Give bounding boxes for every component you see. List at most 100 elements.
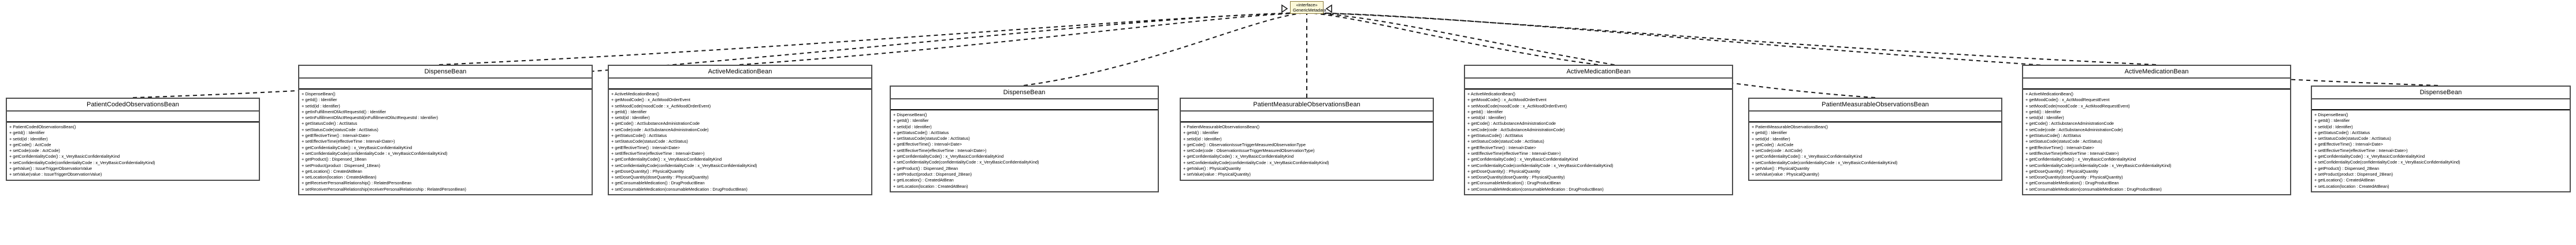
class-attributes-compartment — [299, 79, 592, 90]
class-operations-compartment: + PatientMeasurableObservationsBean()+ g… — [1181, 122, 1433, 180]
class-operation-row: + ActiveMedicationBean() — [1467, 91, 1515, 96]
class-attributes-compartment — [1181, 112, 1433, 122]
class-attributes-compartment — [1749, 112, 2001, 122]
class-operations-compartment: + PatientCodedObservationsBean()+ getId(… — [7, 122, 259, 180]
interface-stereotype-label: «interface» — [1296, 2, 1318, 8]
class-box-dispense-bean-2[interactable]: DispenseBean + DispenseBean()+ getId() : … — [890, 86, 1159, 192]
class-attributes-compartment — [2312, 99, 2570, 110]
class-operation-row: + setProduct(product : Dispensed_2Bean) — [893, 171, 972, 177]
class-operation-row: + setLocation(location : CreatedAtBean) — [2314, 183, 2389, 189]
class-operation-row: + setConfidentialityCode(confidentiality… — [611, 162, 757, 168]
class-operation-row: + getMoodCode() : x_ActMoodOrderEvent — [611, 97, 690, 103]
class-name-label: DispenseBean — [891, 87, 1158, 99]
class-operation-row: + getStatusCode() : ActStatus — [2025, 133, 2081, 139]
class-operation-row: + getEffectiveTime() : Interval<Date> — [1467, 144, 1537, 150]
class-operation-row: + setId(id : Identifier) — [893, 124, 932, 129]
interface-name-label: GenericMetadata — [1293, 8, 1326, 13]
class-operation-row: + getLocation() : CreatedAtBean — [893, 177, 954, 183]
class-operation-row: + getId() : Identifier — [611, 109, 647, 114]
class-operation-row: + getValue() : PhysicalQuantity — [1183, 166, 1241, 172]
class-operation-row: + getInFulfillmentOfActRequestId() : Ide… — [302, 109, 386, 114]
class-operation-row: + setMoodCode(moodCode : x_ActMoodOrderE… — [611, 103, 711, 109]
class-attributes-compartment — [1465, 79, 1732, 90]
class-operation-row: + setId(id : Identifier) — [9, 136, 48, 142]
class-operation-row: + getValue() : IssueTriggerObservationVa… — [9, 166, 92, 172]
class-operation-row: + setReceiverPersonalRelationship(receiv… — [302, 186, 466, 192]
class-box-dispense-bean-1[interactable]: DispenseBean+ DispenseBean()+ getId() : … — [298, 65, 593, 196]
class-operation-row: + getId() : Identifier — [9, 130, 45, 136]
class-operations-compartment: + DispenseBean()+ getId() : Identifier+ … — [299, 90, 592, 194]
class-name-label: DispenseBean — [2312, 87, 2570, 99]
class-operation-row: + setConsumableMedication(consumableMedi… — [1467, 186, 1604, 192]
class-operation-row: + getCode() : ActSubstanceAdministration… — [611, 121, 700, 127]
class-operation-row: + getConfidentialityCode() : x_VeryBasic… — [302, 144, 412, 150]
class-box-active-medication-bean-2[interactable]: ActiveMedicationBean + ActiveMedicationBe… — [1464, 65, 1733, 196]
connector-realization-active-medication-bean-2 — [1306, 12, 1599, 65]
class-operation-row: + setCode(code : ActCode) — [9, 148, 60, 154]
class-operation-row: + setConfidentialityCode(confidentiality… — [1752, 159, 1898, 165]
class-operation-row: + getCode() : ActSubstanceAdministration… — [1467, 121, 1556, 127]
class-box-active-medication-bean-3[interactable]: ActiveMedicationBean + ActiveMedicationBe… — [2022, 65, 2291, 196]
class-operations-compartment: + ActiveMedicationBean()+ getMoodCode() … — [2023, 90, 2290, 194]
class-operation-row: + setDoseQuantity(doseQuantity : Physica… — [611, 175, 709, 180]
class-operation-row: + setConfidentialityCode(confidentiality… — [1183, 159, 1329, 165]
realization-arrowhead — [1325, 4, 1332, 13]
class-operation-row: + setStatusCode(statusCode : ActStatus) — [893, 136, 970, 142]
class-box-patient-measurable-observations-bean-2[interactable]: PatientMeasurableObservationsBean + Patie… — [1748, 98, 2002, 181]
class-operation-row: + setEffectiveTime(effectiveTime : Inter… — [302, 139, 395, 144]
interface-node-generic-metadata[interactable]: «interface» GenericMetadata — [1290, 1, 1326, 14]
class-name-label: ActiveMedicationBean — [2023, 66, 2290, 79]
class-operation-row: + getStatusCode() : ActStatus — [302, 121, 358, 127]
class-operation-row: + setConsumableMedication(consumableMedi… — [2025, 186, 2162, 192]
class-operations-compartment: + ActiveMedicationBean()+ getMoodCode() … — [609, 90, 871, 194]
class-attributes-compartment — [609, 79, 871, 90]
class-name-label: ActiveMedicationBean — [1465, 66, 1732, 79]
class-box-patient-coded-observations-bean-1[interactable]: PatientCodedObservationsBean + PatientCod… — [6, 98, 260, 181]
class-operation-row: + setConfidentialityCode(confidentiality… — [2314, 159, 2460, 165]
class-operation-row: + getReceiverPersonalRelationship() : Re… — [302, 180, 412, 186]
class-operation-row: + setConfidentialityCode(confidentiality… — [1467, 162, 1614, 168]
class-operation-row: + setEffectiveTime(effectiveTime : Inter… — [2025, 150, 2119, 156]
class-operation-row: + setStatusCode(statusCode : ActStatus) — [1467, 139, 1544, 144]
class-operation-row: + setId(id : Identifier) — [1183, 136, 1222, 142]
class-operation-row: + getId() : Identifier — [1183, 130, 1219, 136]
class-operation-row: + getConfidentialityCode() : x_VeryBasic… — [611, 157, 722, 162]
class-operation-row: + setLocation(location : CreatedAtBean) — [302, 175, 377, 180]
class-operation-row: + setCode(code : ActSubstanceAdministrat… — [1467, 127, 1565, 132]
class-operation-row: + DispenseBean() — [302, 91, 336, 96]
class-operation-row: + setConfidentialityCode(confidentiality… — [893, 159, 1039, 165]
class-operation-row: + getConsumableMedication() : DrugProduc… — [2025, 180, 2119, 186]
class-operation-row: + getId() : Identifier — [1467, 109, 1503, 114]
class-box-dispense-bean-3[interactable]: DispenseBean+ DispenseBean()+ getId() : … — [2311, 86, 2571, 192]
class-operation-row: + getConfidentialityCode() : x_VeryBasic… — [893, 154, 1004, 159]
class-operation-row: + getEffectiveTime() : Interval<Date> — [2314, 142, 2384, 147]
class-operation-row: + getProduct() : Dispensed_2Bean — [893, 165, 958, 171]
class-operation-row: + setEffectiveTime(effectiveTime : Inter… — [2314, 147, 2408, 153]
class-operation-row: + getStatusCode() : ActStatus — [2314, 129, 2370, 135]
class-operation-row: + setConsumableMedication(consumableMedi… — [611, 186, 748, 192]
class-operation-row: + getCode() : ActCode — [1752, 142, 1794, 147]
class-operation-row: + setDoseQuantity(doseQuantity : Physica… — [1467, 175, 1565, 180]
class-operation-row: + getId() : Identifier — [2025, 109, 2061, 114]
class-operation-row: + setId(id : Identifier) — [1752, 136, 1790, 142]
class-name-label: PatientMeasurableObservationsBean — [1749, 99, 2001, 112]
class-operation-row: + getCode() : ActSubstanceAdministration… — [2025, 121, 2114, 127]
class-operation-row: + setEffectiveTime(effectiveTime : Inter… — [1467, 150, 1561, 156]
class-box-active-medication-bean-1[interactable]: ActiveMedicationBean+ ActiveMedicationBe… — [608, 65, 872, 196]
connector-realization-active-medication-bean-3 — [1306, 12, 2157, 65]
class-operation-row: + getDoseQuantity() : PhysicalQuantity — [1467, 168, 1540, 174]
class-operations-compartment: + DispenseBean()+ getId() : Identifier+ … — [891, 110, 1158, 191]
class-operation-row: + getConsumableMedication() : DrugProduc… — [1467, 180, 1561, 186]
class-operation-row: + setProduct(product : Dispensed_1Bean) — [302, 162, 381, 168]
class-operation-row: + setId(id : Identifier) — [1467, 115, 1506, 121]
class-operation-row: + setMoodCode(moodCode : x_ActMoodOrderE… — [1467, 103, 1567, 109]
class-operation-row: + getLocation() : CreatedAtBean — [302, 168, 362, 174]
connector-realization-active-medication-bean-1 — [739, 12, 1307, 65]
class-name-label: PatientCodedObservationsBean — [7, 99, 259, 112]
class-operation-row: + setEffectiveTime(effectiveTime : Inter… — [893, 147, 987, 153]
class-box-patient-measurable-observations-bean-1[interactable]: PatientMeasurableObservationsBean+ Patie… — [1180, 98, 1434, 181]
class-operation-row: + getProduct() : Dispensed_1Bean — [302, 157, 367, 162]
class-operation-row: + getEffectiveTime() : Interval<Date> — [893, 142, 962, 147]
class-operations-compartment: + PatientMeasurableObservationsBean()+ g… — [1749, 122, 2001, 180]
class-operations-compartment: + ActiveMedicationBean()+ getMoodCode() … — [1465, 90, 1732, 194]
